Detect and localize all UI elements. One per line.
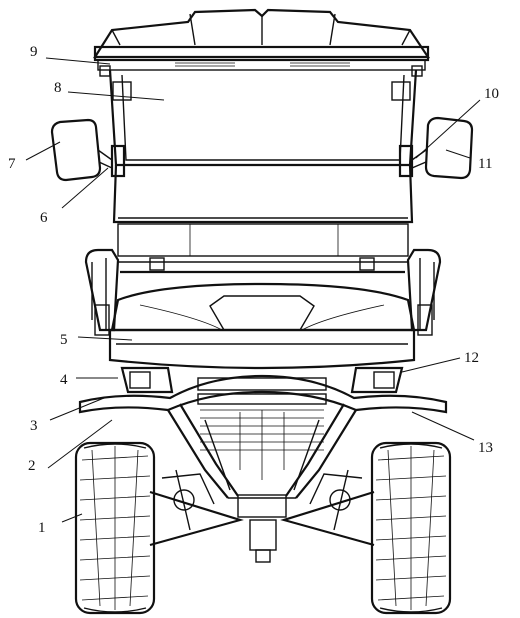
- front-fascia: [108, 328, 416, 370]
- windshield-hinges: [110, 144, 414, 178]
- callout-2: 2: [28, 458, 36, 474]
- callout-10: 10: [484, 86, 499, 102]
- leader-3: [49, 397, 105, 421]
- callouts: 1 2 3 4 5 6 7 8 9 10 11 12 13: [8, 44, 499, 536]
- callout-11: 11: [478, 156, 492, 172]
- leader-5: [77, 336, 133, 341]
- hood: [110, 282, 416, 332]
- leader-10: [415, 99, 481, 159]
- right-mirror: [411, 116, 474, 180]
- cabin: [117, 223, 409, 274]
- leader-13: [411, 411, 475, 441]
- callout-8: 8: [54, 80, 62, 96]
- leader-1: [61, 513, 83, 523]
- headlights: [120, 366, 404, 394]
- leader-2: [47, 419, 113, 469]
- suspension: [149, 469, 375, 563]
- callout-7: 7: [8, 156, 16, 172]
- callout-3: 3: [30, 418, 38, 434]
- leader-lines: [25, 57, 481, 523]
- left-tire: [74, 441, 156, 615]
- leader-8: [67, 91, 165, 101]
- callout-5: 5: [60, 332, 68, 348]
- callout-6: 6: [40, 210, 48, 226]
- left-mirror: [50, 118, 113, 182]
- bumper-guard: [78, 374, 448, 518]
- callout-13: 13: [478, 440, 493, 456]
- leader-11: [445, 149, 471, 159]
- leader-7: [25, 141, 61, 161]
- callout-1: 1: [38, 520, 46, 536]
- callout-4: 4: [60, 372, 68, 388]
- callout-9: 9: [30, 44, 38, 60]
- leader-6: [61, 167, 109, 209]
- leader-9: [45, 57, 111, 65]
- windshield: [108, 69, 418, 224]
- callout-12: 12: [464, 350, 479, 366]
- roof: [93, 8, 431, 77]
- leader-12: [401, 357, 461, 373]
- right-tire: [370, 441, 452, 615]
- side-frame: [84, 248, 442, 336]
